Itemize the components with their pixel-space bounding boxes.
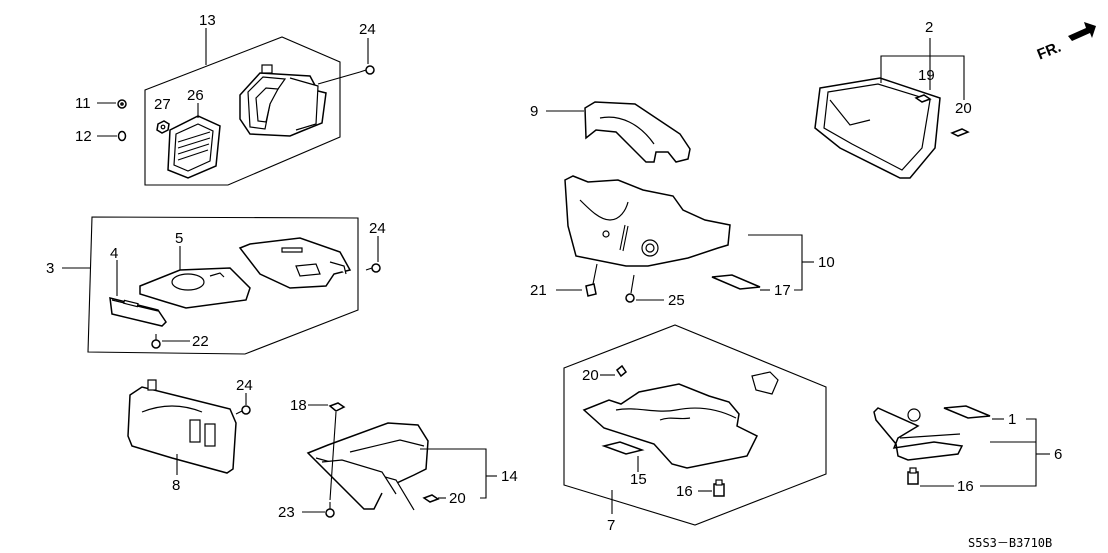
part-10-column-cover-lower[interactable] (564, 175, 731, 267)
vent-housing[interactable] (239, 64, 327, 137)
group-7-tray-assembly: 20 15 16 7 (563, 324, 827, 534)
part-24-screw-low[interactable] (235, 405, 251, 415)
label-16-tray: 16 (676, 483, 693, 500)
group-13-vent-assembly: 13 26 27 (144, 12, 376, 186)
label-4: 4 (110, 245, 118, 262)
group-3-console-panel: 3 4 5 24 (46, 216, 386, 355)
label-24-low: 24 (236, 377, 253, 394)
label-26: 26 (187, 87, 204, 104)
label-6: 6 (1054, 446, 1062, 463)
label-10: 10 (818, 254, 835, 271)
part-16-bulb-tray[interactable] (713, 479, 725, 497)
part-23-screw[interactable] (325, 502, 335, 518)
console-rear-piece[interactable] (238, 237, 352, 289)
group-14-glove-box: 18 23 14 20 (278, 397, 518, 521)
part-20-clip-glovebox[interactable] (422, 494, 440, 503)
part-27-nut[interactable] (156, 120, 170, 134)
label-22: 22 (192, 333, 209, 350)
label-8: 8 (172, 477, 180, 494)
lamp-bracket[interactable] (873, 407, 964, 461)
label-23: 23 (278, 504, 295, 521)
part-25-screw[interactable] (625, 274, 635, 303)
front-arrow-icon (1068, 22, 1096, 41)
group-7-outline (563, 324, 827, 526)
label-1: 1 (1008, 411, 1016, 428)
diagram-code: S5S3－B3710B (968, 536, 1052, 550)
label-9: 9 (530, 103, 538, 120)
label-15: 15 (630, 471, 647, 488)
label-24-top: 24 (359, 21, 376, 38)
label-16-lamp: 16 (957, 478, 974, 495)
fr-label: FR. (1035, 39, 1064, 64)
part-20-clip-visor[interactable] (950, 128, 970, 137)
label-11: 11 (75, 95, 91, 112)
part-15-pad[interactable] (601, 441, 645, 455)
label-5: 5 (175, 230, 183, 247)
part-21-bolt[interactable] (585, 263, 598, 297)
tray[interactable] (582, 371, 779, 469)
front-direction-marker: FR. (1035, 22, 1096, 63)
group-3-outline (87, 216, 359, 355)
label-21: 21 (530, 282, 547, 299)
label-20-glovebox: 20 (449, 490, 466, 507)
part-11-washer[interactable] (117, 99, 127, 109)
label-17: 17 (774, 282, 791, 299)
label-13: 13 (199, 12, 216, 29)
label-7: 7 (607, 517, 615, 534)
label-12: 12 (75, 128, 92, 145)
label-20-tray: 20 (582, 367, 599, 384)
part-19-clip[interactable] (914, 94, 932, 103)
label-2: 2 (925, 19, 933, 36)
part-12-o-ring[interactable] (117, 130, 127, 142)
part-17-pad[interactable] (711, 274, 761, 290)
part-18-clip[interactable] (328, 402, 346, 412)
part-16-bulb-lamp[interactable] (907, 467, 919, 485)
group-6-lamp-assembly: 1 6 16 (873, 405, 1062, 495)
part-4-trim-piece[interactable] (109, 297, 167, 327)
label-3: 3 (46, 260, 54, 277)
part-26-vent-grille[interactable] (167, 115, 221, 179)
part-5-cup-holder-panel[interactable] (139, 267, 251, 309)
part-24-screw[interactable] (359, 65, 375, 75)
part-20-clip-tray[interactable] (615, 364, 628, 378)
glove-box[interactable] (306, 422, 429, 511)
part-24-screw-mid[interactable] (365, 263, 381, 273)
label-14: 14 (501, 468, 518, 485)
label-24-mid: 24 (369, 220, 386, 237)
group-2-meter-visor: 2 19 20 (814, 19, 972, 179)
label-18: 18 (290, 397, 307, 414)
meter-visor[interactable] (814, 77, 941, 179)
group-13-outline (144, 36, 341, 186)
label-19: 19 (918, 67, 935, 84)
label-20-visor: 20 (955, 100, 972, 117)
label-27: 27 (154, 96, 171, 113)
part-8-switch-panel[interactable] (127, 379, 237, 474)
label-25: 25 (668, 292, 685, 309)
part-1-lens[interactable] (943, 405, 991, 419)
part-22-clip[interactable] (151, 334, 161, 349)
part-9-column-cover-upper[interactable] (584, 101, 691, 163)
